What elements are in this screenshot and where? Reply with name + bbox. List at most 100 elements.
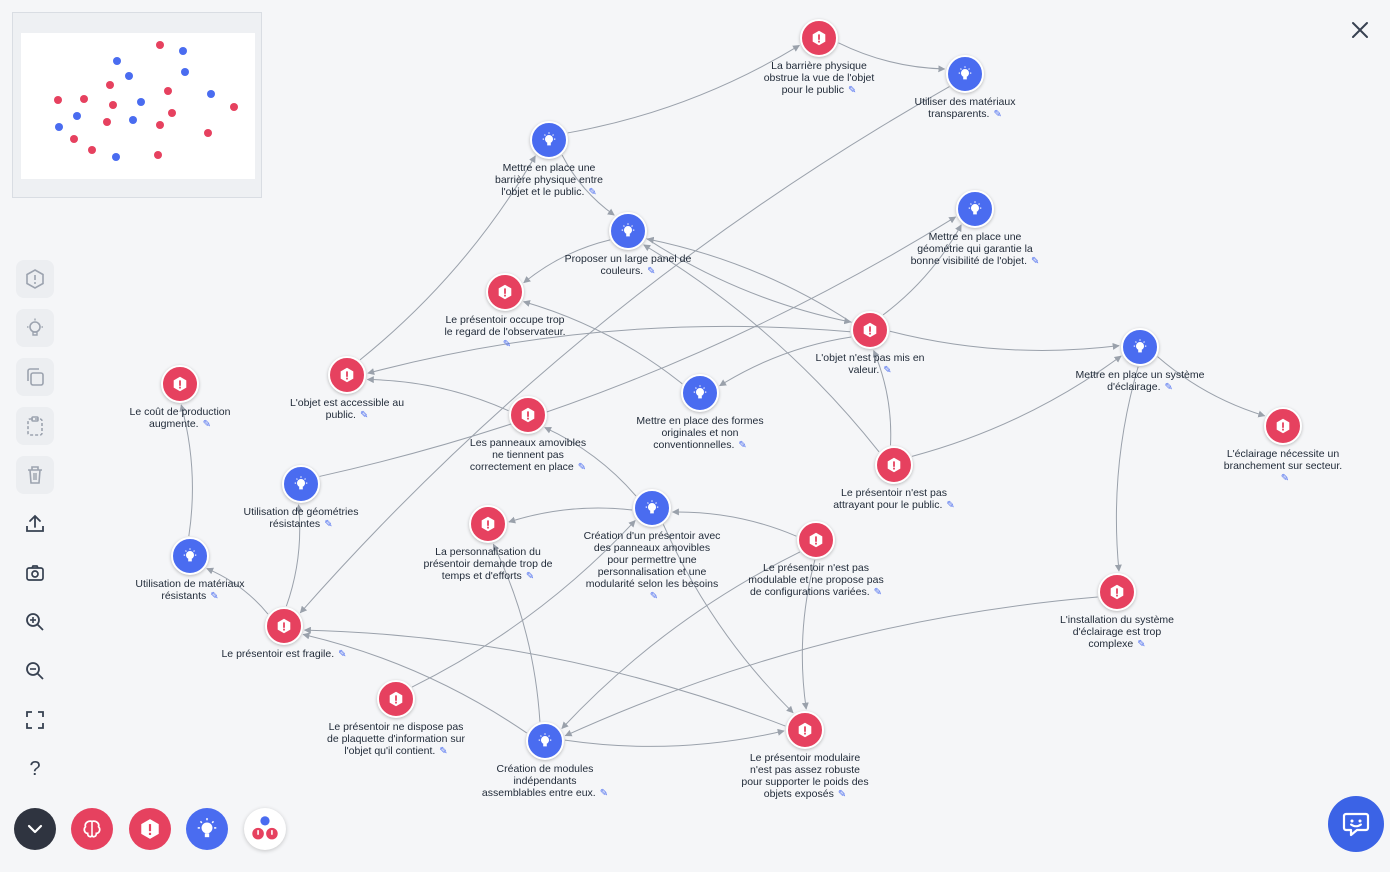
minimap-viewport[interactable] bbox=[21, 33, 255, 179]
edit-pencil-icon[interactable]: ✎ bbox=[577, 462, 587, 473]
edit-pencil-icon[interactable]: ✎ bbox=[359, 410, 369, 421]
idea-node[interactable] bbox=[681, 374, 719, 412]
idea-node[interactable] bbox=[633, 489, 671, 527]
edit-pencil-icon[interactable]: ✎ bbox=[993, 109, 1002, 120]
node-label[interactable]: Le présentoir ne dispose pas de plaquett… bbox=[326, 721, 466, 758]
edit-pencil-icon[interactable]: ✎ bbox=[1164, 382, 1173, 393]
node-label[interactable]: Le présentoir n'est pas modulable et ne … bbox=[746, 562, 886, 599]
problem-node[interactable] bbox=[509, 396, 547, 434]
paste-tool[interactable] bbox=[16, 407, 54, 445]
idea-node[interactable] bbox=[171, 537, 209, 575]
problem-node[interactable] bbox=[851, 311, 889, 349]
idea-node[interactable] bbox=[946, 55, 984, 93]
node-label[interactable]: Le présentoir occupe trop le regard de l… bbox=[440, 314, 570, 351]
edit-pencil-icon[interactable]: ✎ bbox=[525, 571, 535, 582]
edit-pencil-icon[interactable]: ✎ bbox=[647, 266, 656, 277]
edit-pencil-icon[interactable]: ✎ bbox=[588, 187, 597, 198]
edge-arrow bbox=[1114, 366, 1139, 572]
node-label[interactable]: Utilisation de géométries résistantes✎ bbox=[236, 506, 366, 531]
edit-pencil-icon[interactable]: ✎ bbox=[837, 789, 847, 800]
node-label[interactable]: L'installation du système d'éclairage es… bbox=[1052, 614, 1182, 651]
add-problem-tool[interactable] bbox=[16, 260, 54, 298]
problem-node[interactable] bbox=[1264, 407, 1302, 445]
node-label[interactable]: Le présentoir n'est pas attrayant pour l… bbox=[829, 487, 959, 512]
minimap-dot bbox=[203, 129, 212, 138]
node-label[interactable]: La barrière physique obstrue la vue de l… bbox=[754, 60, 884, 97]
node-label[interactable]: Les panneaux amovibles ne tiennent pas c… bbox=[463, 437, 593, 474]
node-label[interactable]: Le coût de production augmente.✎ bbox=[115, 406, 245, 431]
node-label[interactable]: L'objet n'est pas mis en valeur.✎ bbox=[805, 352, 935, 377]
minimap-dot bbox=[105, 81, 114, 90]
problem-node[interactable] bbox=[800, 19, 838, 57]
edit-pencil-icon[interactable]: ✎ bbox=[1031, 256, 1040, 267]
fit-screen-tool[interactable] bbox=[16, 701, 54, 739]
problem-node[interactable] bbox=[161, 365, 199, 403]
node-label[interactable]: Utiliser des matériaux transparents.✎ bbox=[900, 96, 1030, 121]
edit-pencil-icon[interactable]: ✎ bbox=[1280, 473, 1290, 484]
copy-tool[interactable] bbox=[16, 358, 54, 396]
collapse-button[interactable] bbox=[14, 808, 56, 850]
edit-pencil-icon[interactable]: ✎ bbox=[202, 419, 211, 430]
idea-node[interactable] bbox=[282, 465, 320, 503]
node-label[interactable]: Mettre en place une barrière physique en… bbox=[484, 162, 614, 199]
minimap-dot bbox=[155, 120, 164, 129]
edit-pencil-icon[interactable]: ✎ bbox=[883, 365, 892, 376]
idea-node[interactable] bbox=[609, 212, 647, 250]
node-label[interactable]: Utilisation de matériaux résistants✎ bbox=[125, 578, 255, 603]
add-idea-tool[interactable] bbox=[16, 309, 54, 347]
zoom-in-tool[interactable] bbox=[16, 603, 54, 641]
edit-pencil-icon[interactable]: ✎ bbox=[946, 500, 955, 511]
problem-node[interactable] bbox=[797, 521, 835, 559]
idea-node[interactable] bbox=[956, 190, 994, 228]
edit-pencil-icon[interactable]: ✎ bbox=[848, 85, 857, 96]
zoom-out-tool[interactable] bbox=[16, 652, 54, 690]
problem-node[interactable] bbox=[875, 446, 913, 484]
node-label[interactable]: Proposer un large panel de couleurs.✎ bbox=[563, 253, 693, 278]
idea-node[interactable] bbox=[526, 722, 564, 760]
edit-pencil-icon[interactable]: ✎ bbox=[873, 587, 883, 598]
delete-tool[interactable] bbox=[16, 456, 54, 494]
node-label[interactable]: Création d'un présentoir avec des pannea… bbox=[582, 530, 722, 603]
edit-pencil-icon[interactable]: ✎ bbox=[502, 339, 512, 350]
brain-mode-button[interactable] bbox=[71, 808, 113, 850]
node-label[interactable]: Mettre en place un système d'éclairage.✎ bbox=[1075, 369, 1205, 394]
node-label[interactable]: La personnalisation du présentoir demand… bbox=[423, 546, 553, 583]
edit-pencil-icon[interactable]: ✎ bbox=[338, 649, 347, 660]
problem-node[interactable] bbox=[486, 273, 524, 311]
problem-node[interactable] bbox=[328, 356, 366, 394]
edit-pencil-icon[interactable]: ✎ bbox=[649, 591, 659, 602]
node-label[interactable]: L'objet est accessible au public.✎ bbox=[282, 397, 412, 422]
edit-pencil-icon[interactable]: ✎ bbox=[1137, 639, 1146, 650]
zoom-in-icon bbox=[26, 613, 44, 631]
trash-icon bbox=[28, 466, 42, 484]
problem-node[interactable] bbox=[786, 711, 824, 749]
screenshot-tool[interactable] bbox=[16, 554, 54, 592]
node-label[interactable]: Le présentoir modulaire n'est pas assez … bbox=[740, 752, 870, 801]
problem-node[interactable] bbox=[1098, 573, 1136, 611]
node-label[interactable]: Le présentoir est fragile.✎ bbox=[219, 648, 349, 661]
node-label[interactable]: L'éclairage nécessite un branchement sur… bbox=[1218, 448, 1348, 485]
node-label-text: Le présentoir n'est pas attrayant pour l… bbox=[833, 487, 947, 511]
combined-mode-button[interactable] bbox=[244, 808, 286, 850]
edit-pencil-icon[interactable]: ✎ bbox=[599, 788, 609, 799]
edit-pencil-icon[interactable]: ✎ bbox=[439, 746, 448, 757]
edit-pencil-icon[interactable]: ✎ bbox=[324, 519, 333, 530]
edit-pencil-icon[interactable]: ✎ bbox=[210, 591, 219, 602]
problem-node[interactable] bbox=[265, 607, 303, 645]
problem-mode-button[interactable] bbox=[129, 808, 171, 850]
node-label[interactable]: Mettre en place une géométrie qui garant… bbox=[905, 231, 1045, 268]
help-tool[interactable]: ? bbox=[16, 750, 54, 788]
minimap-dot bbox=[207, 90, 216, 99]
minimap[interactable] bbox=[12, 12, 262, 198]
idea-node[interactable] bbox=[1121, 328, 1159, 366]
idea-node[interactable] bbox=[530, 121, 568, 159]
idea-mode-button[interactable] bbox=[186, 808, 228, 850]
edit-pencil-icon[interactable]: ✎ bbox=[738, 440, 747, 451]
problem-node[interactable] bbox=[469, 505, 507, 543]
close-button[interactable] bbox=[1346, 16, 1374, 44]
node-label[interactable]: Création de modules indépendants assembl… bbox=[480, 763, 610, 800]
chat-button[interactable] bbox=[1328, 796, 1384, 852]
export-tool[interactable] bbox=[16, 505, 54, 543]
node-label[interactable]: Mettre en place des formes originales et… bbox=[635, 415, 765, 452]
problem-node[interactable] bbox=[377, 680, 415, 718]
